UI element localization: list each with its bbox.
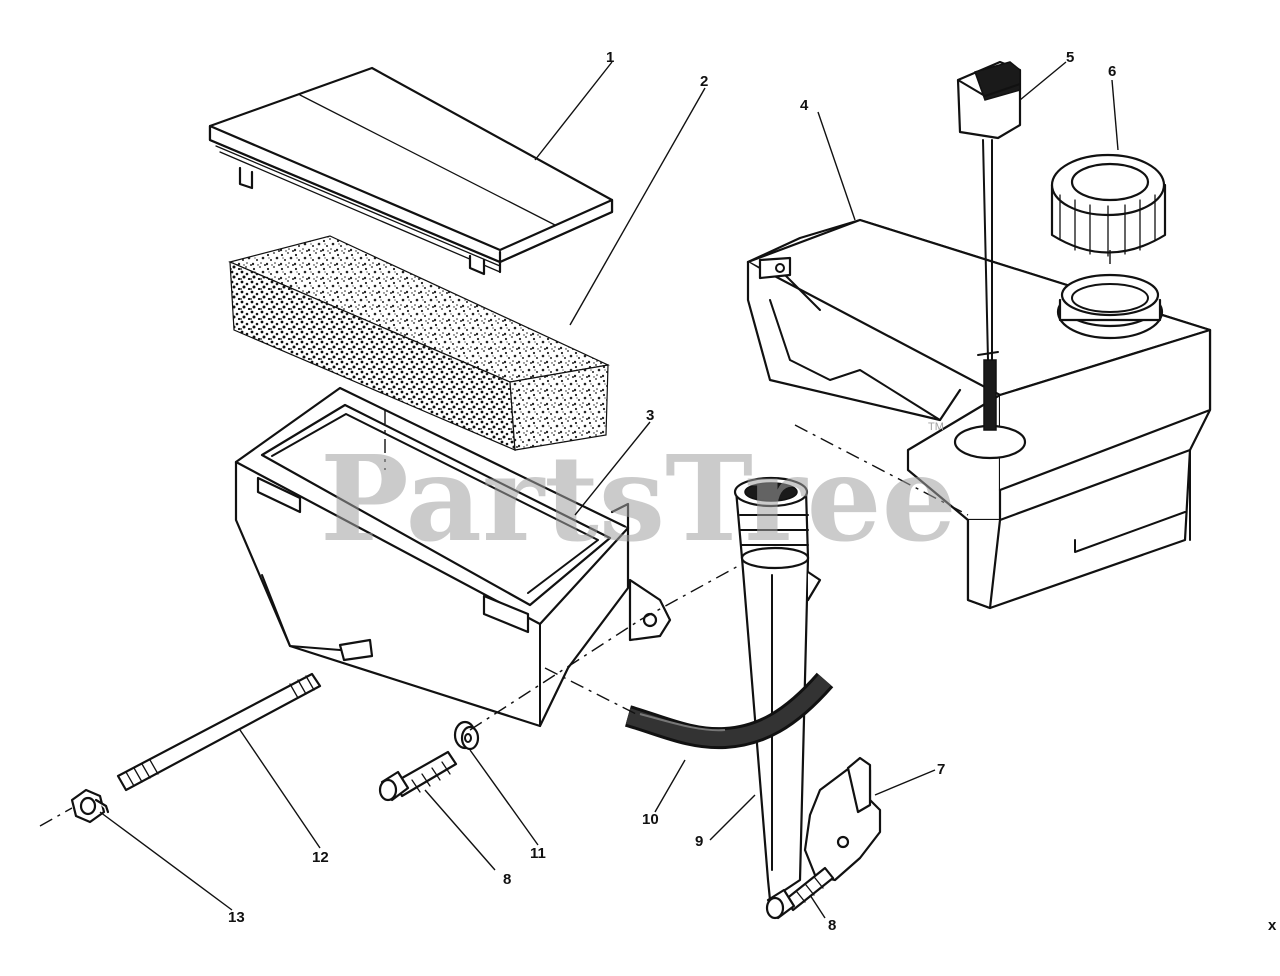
callout-3: 3 xyxy=(646,407,654,424)
callout-10: 10 xyxy=(642,811,659,828)
callout-4: 4 xyxy=(800,97,809,114)
nut xyxy=(70,788,110,824)
callout-labels: 1 2 3 4 5 6 7 8 8 9 10 11 12 13 x xyxy=(228,49,1277,934)
fuel-tank xyxy=(746,218,1212,610)
callout-12: 12 xyxy=(312,849,329,866)
edge-mark: x xyxy=(1268,917,1277,934)
callout-8-left: 8 xyxy=(503,871,511,888)
callout-7: 7 xyxy=(937,761,945,778)
callout-11: 11 xyxy=(530,845,546,862)
dipstick xyxy=(956,60,1022,431)
callout-2: 2 xyxy=(700,73,708,90)
mounting-bracket xyxy=(803,756,882,882)
washer xyxy=(453,720,480,751)
bolt-right xyxy=(765,866,835,920)
fuel-cap xyxy=(1050,153,1167,257)
callout-6: 6 xyxy=(1108,63,1116,80)
bolt-left xyxy=(378,750,458,802)
watermark-trademark: TM xyxy=(928,421,944,433)
assembly-centerlines xyxy=(39,250,1111,827)
callout-13: 13 xyxy=(228,909,245,926)
callout-5: 5 xyxy=(1066,49,1074,66)
watermark-text: PartsTree xyxy=(320,429,957,568)
foam-filter-element xyxy=(228,235,610,451)
air-cleaner-cover xyxy=(208,66,614,276)
leader-lines xyxy=(99,61,1119,919)
callout-1: 1 xyxy=(606,49,614,66)
air-cleaner-base xyxy=(234,386,672,728)
hose xyxy=(624,672,834,750)
callout-8-right: 8 xyxy=(828,917,836,934)
stud xyxy=(116,672,322,792)
callout-9: 9 xyxy=(695,833,703,850)
watermark: PartsTree TM xyxy=(320,421,957,568)
